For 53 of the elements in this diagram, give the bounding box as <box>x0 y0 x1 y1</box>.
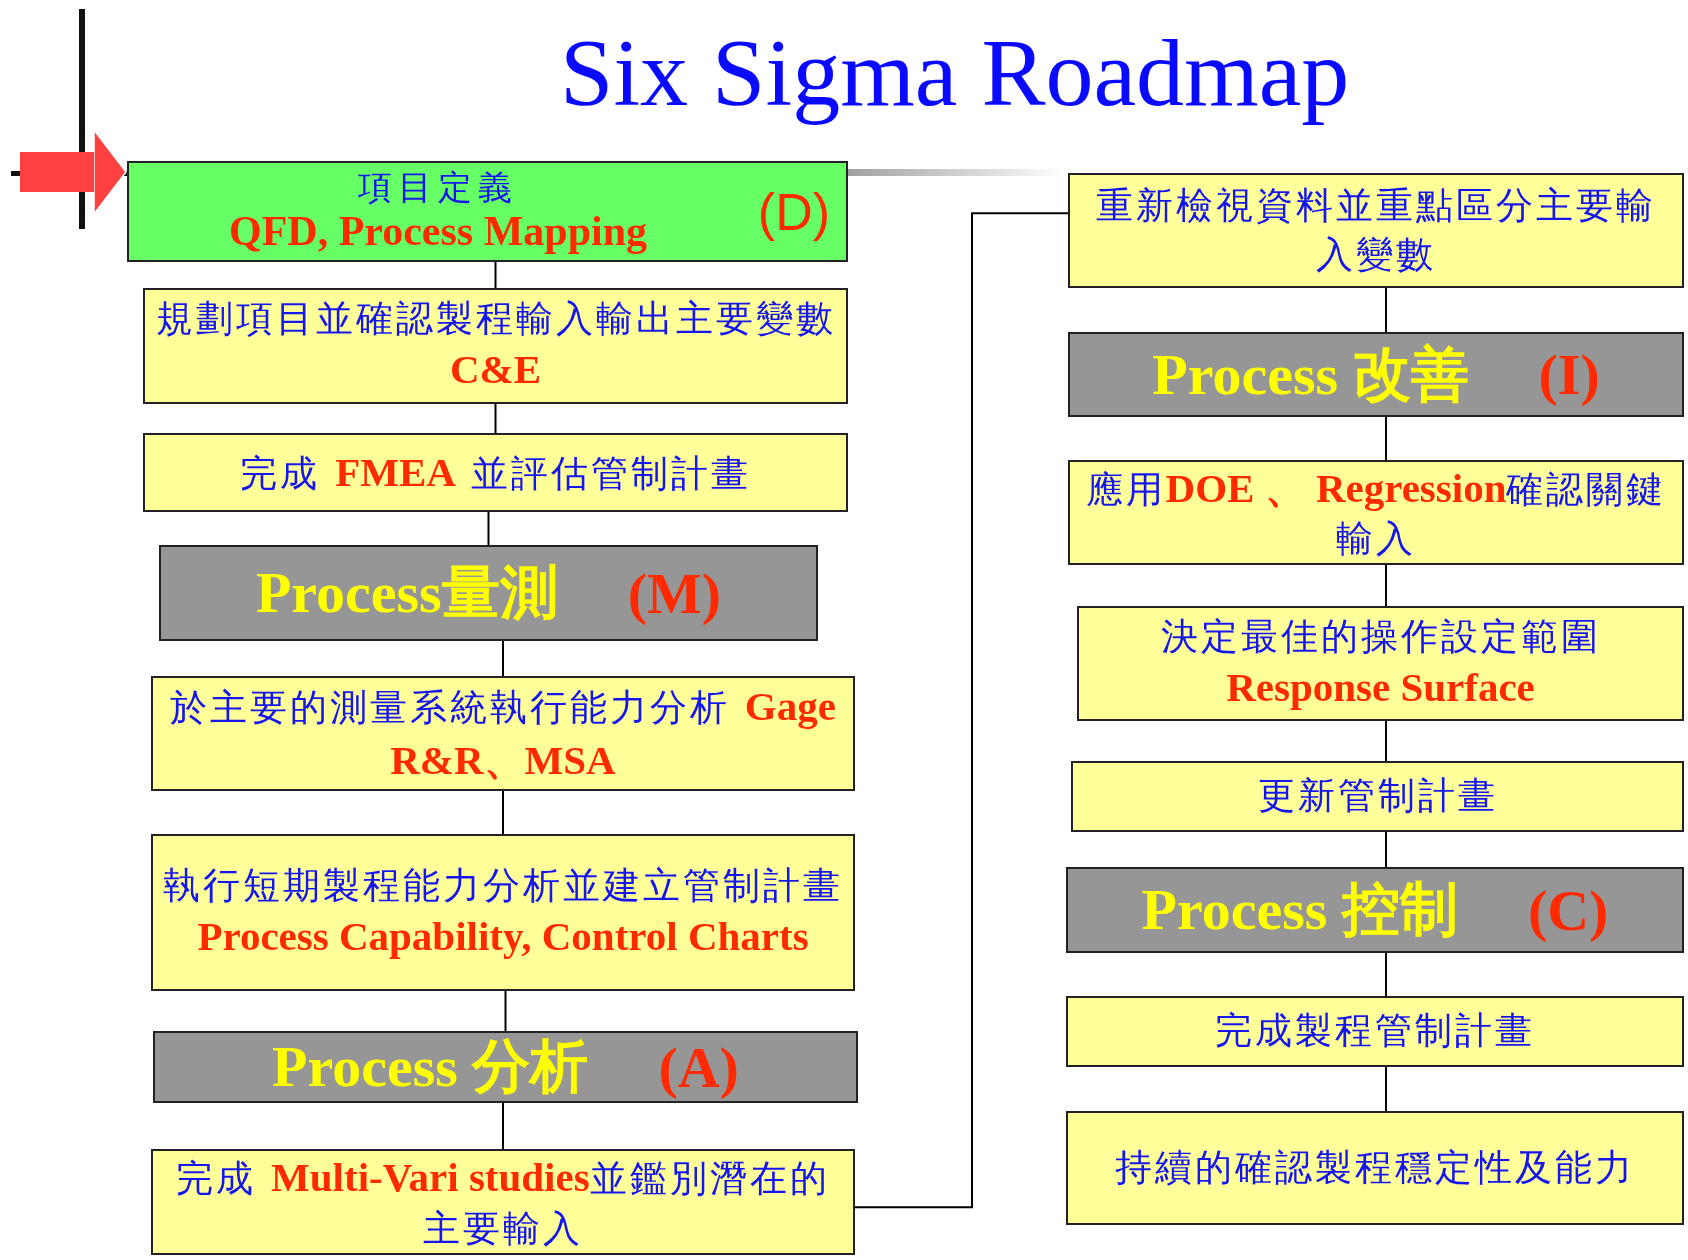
step-box <box>143 433 848 512</box>
step-text: 完成 Multi-Vari studies並鑑別潛在的主要輸入 <box>175 1153 831 1252</box>
connector-line <box>1385 564 1387 607</box>
connector-line <box>854 212 1069 1209</box>
phase-box <box>127 161 848 262</box>
phase-subtitle: 項目定義 <box>358 167 519 207</box>
connector-line <box>1385 287 1387 333</box>
connector-line <box>487 511 490 546</box>
step-box <box>1066 996 1684 1067</box>
connector-line <box>494 261 497 289</box>
step-box <box>1068 173 1684 288</box>
phase-letter: (I) <box>1538 341 1600 408</box>
step-box <box>151 676 855 791</box>
connector-line <box>502 1102 504 1150</box>
connector-line <box>1385 831 1387 868</box>
phase-letter: (D) <box>757 181 830 242</box>
connector-line <box>502 640 504 677</box>
tool-list: QFD, Process Mapping <box>229 206 648 256</box>
connector-line <box>1385 416 1387 461</box>
step-box <box>1066 1111 1684 1225</box>
step-text: 決定最佳的操作設定範圍 Response Surface <box>1159 613 1602 712</box>
step-text: 完成製程管制計畫 <box>1215 1008 1535 1055</box>
step-text: 於主要的測量系統執行能力分析 Gage R&R、MSA <box>169 682 837 785</box>
phase-title: Process 改善 <box>1152 340 1469 409</box>
phase-banner <box>1066 867 1684 953</box>
connector-line <box>1385 1066 1387 1112</box>
connector-line <box>502 790 504 835</box>
step-text: 規劃項目並確認製程輸入輸出主要變數 C&E <box>155 296 836 395</box>
step-text: 更新管制計畫 <box>1257 773 1498 820</box>
step-text: 完成 FMEA 並評估管制計畫 <box>240 447 751 497</box>
phase-banner <box>1068 332 1684 417</box>
phase-title: Process 控制 <box>1141 876 1458 944</box>
diagram-title: Six Sigma Roadmap <box>560 20 1350 126</box>
step-text: 執行短期製程能力分析並建立管制計畫 Process Capability, Control Charts <box>163 862 843 961</box>
phase-title: Process 分析 <box>272 1033 589 1101</box>
connector-line <box>494 403 497 434</box>
step-text: 應用DOE 、 Regression確認關鍵輸入 <box>1084 463 1668 563</box>
step-text: 重新檢視資料並重點區分主要輸入變數 <box>1095 183 1657 278</box>
step-box <box>143 288 848 404</box>
entry-arrow <box>20 129 127 215</box>
phase-letter: (C) <box>1527 876 1609 944</box>
connector-line <box>1385 720 1387 762</box>
step-text: 持續的確認製程穩定性及能力 <box>1115 1144 1635 1191</box>
step-box <box>151 834 855 991</box>
step-box <box>1071 761 1684 832</box>
phase-banner <box>153 1031 858 1103</box>
step-box <box>1077 606 1684 721</box>
connector-line <box>504 990 507 1032</box>
connector-line <box>1385 952 1387 997</box>
phase-letter: (A) <box>658 1033 739 1101</box>
phase-banner <box>159 545 818 641</box>
phase-letter: (M) <box>627 559 722 627</box>
phase-title: Process量測 <box>255 559 558 627</box>
